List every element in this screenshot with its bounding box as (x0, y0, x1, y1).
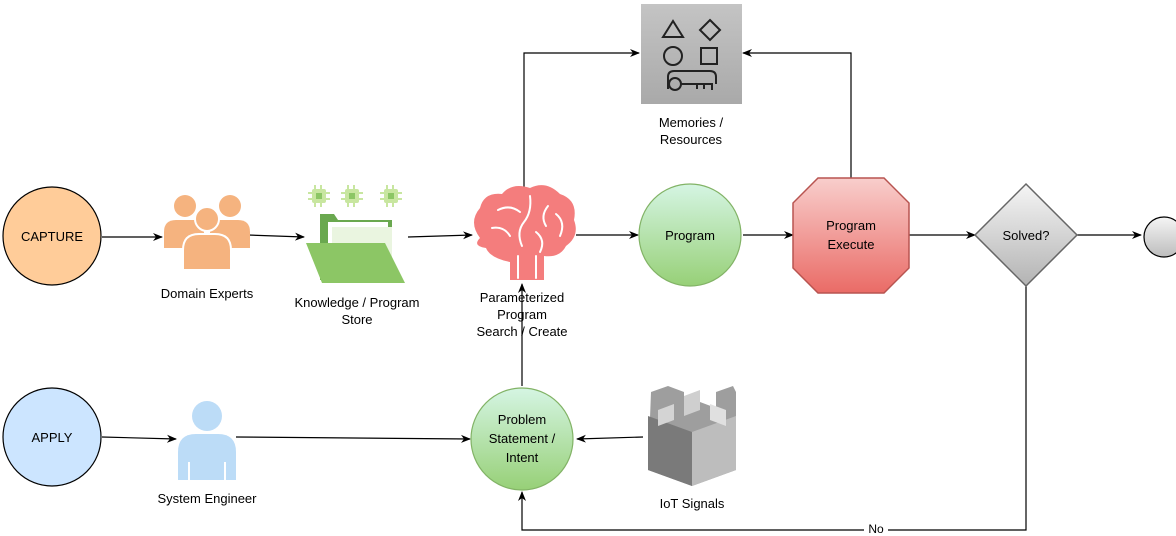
program-execute-node (792, 177, 910, 294)
knowledge-store-label: Knowledge / Program Store (272, 294, 442, 328)
edge-apply-to-system-engineer (101, 434, 177, 443)
solved-label: Solved? (1002, 227, 1050, 243)
knowledge-store-label-line1: Knowledge / Program (294, 295, 420, 310)
program-label: Program (665, 227, 715, 243)
program-execute-label: Program Execute (793, 216, 909, 254)
no-edge-label: No (868, 522, 884, 536)
parameterized-program-line3: Search / Create (476, 324, 568, 339)
memories-label-line2: Resources (659, 132, 723, 147)
edges (101, 49, 1142, 531)
system-engineer-label: System Engineer (157, 491, 257, 506)
parameterized-program-line1: Parameterized (479, 290, 565, 305)
program-execute-line2: Execute (827, 237, 875, 252)
capture-label: CAPTURE (20, 228, 84, 244)
problem-statement-line2: Statement / (488, 431, 556, 446)
apply-node (2, 387, 102, 487)
edge-system-engineer-to-problem (235, 434, 471, 443)
end-node (1143, 216, 1176, 258)
system-engineer-icon (178, 401, 236, 480)
edge-brain-to-memories (523, 49, 640, 189)
iot-signals-label: IoT Signals (659, 496, 725, 511)
knowledge-store-icon (306, 185, 405, 283)
chip-icon (308, 185, 402, 207)
edge-execute-to-memories (742, 49, 852, 178)
capture-node (2, 186, 102, 286)
edge-domain-experts-to-knowledge-store (247, 232, 305, 241)
problem-statement-node (470, 387, 574, 491)
knowledge-store-label-line2: Store (341, 312, 373, 327)
parameterized-program-label: Parameterized Program Search / Create (452, 289, 592, 340)
parameterized-program-line2: Program (497, 307, 547, 322)
brain-icon (474, 185, 576, 280)
domain-experts-icon (164, 195, 250, 271)
problem-statement-line3: Intent (505, 450, 539, 465)
domain-experts-label: Domain Experts (160, 286, 254, 301)
edge-iot-to-problem (576, 434, 644, 443)
apply-label: APPLY (31, 429, 73, 445)
edge-solved-no-to-problem (518, 285, 1027, 531)
memories-label: Memories / Resources (621, 114, 761, 148)
memories-label-line1: Memories / (658, 115, 724, 130)
program-node (638, 183, 742, 287)
memories-icon (641, 4, 742, 104)
program-execute-line1: Program (826, 218, 876, 233)
edge-knowledge-store-to-brain (407, 231, 473, 240)
problem-statement-line1: Problem (497, 412, 547, 427)
problem-statement-label: Problem Statement / Intent (472, 410, 572, 467)
solved-decision-node (973, 182, 1079, 288)
iot-icon (648, 386, 736, 486)
